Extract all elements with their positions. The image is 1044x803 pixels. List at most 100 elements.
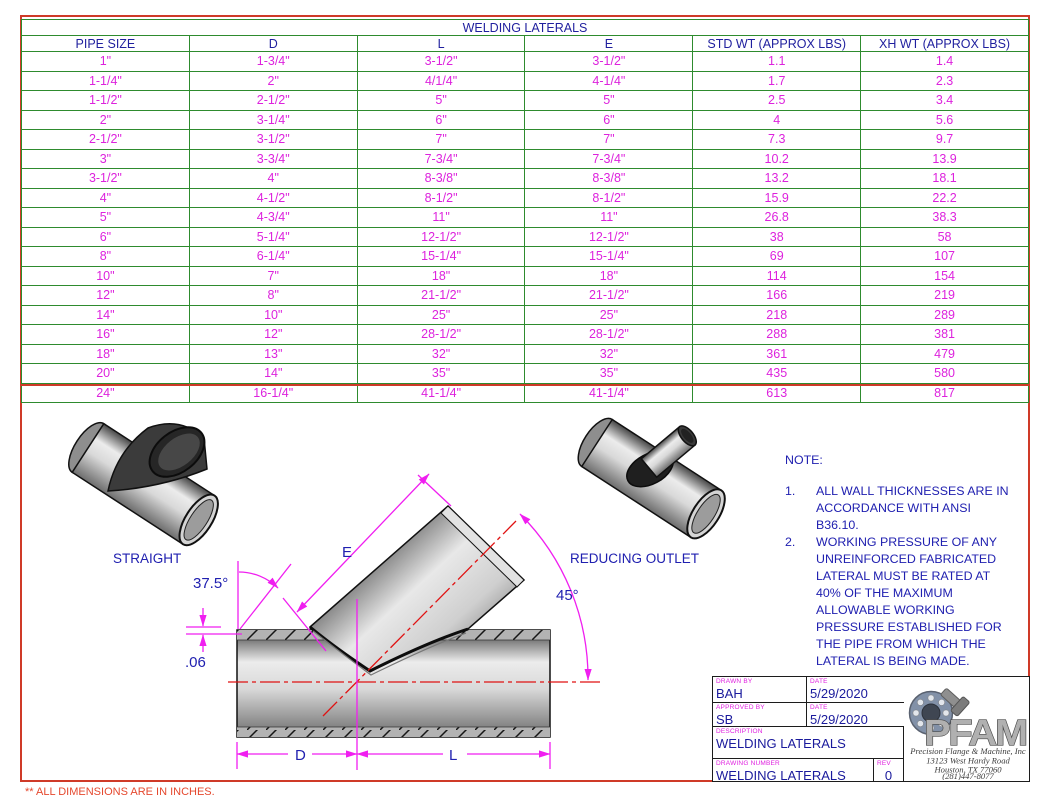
- col-header-std-wt: STD WT (APPROX LBS): [692, 35, 862, 52]
- table-cell: 25": [356, 304, 526, 325]
- dimensions-footnote: ** ALL DIMENSIONS ARE IN INCHES.: [25, 786, 215, 798]
- table-cell: 16-1/4": [188, 382, 358, 403]
- table-cell: 41-1/4": [524, 382, 694, 403]
- reducing-outlet-label: REDUCING OUTLET: [570, 551, 699, 566]
- drawing-labels: STRAIGHT REDUCING OUTLET 37.5° 45° E D L…: [113, 544, 699, 764]
- drawing-number-cell: DRAWING NUMBER WELDING LATERALS: [713, 759, 874, 781]
- weld-saddle: [309, 625, 469, 673]
- welding-laterals-table: WELDING LATERALS PIPE SIZE D L E STD WT …: [21, 19, 1029, 403]
- rev-value: 0: [884, 768, 893, 781]
- note-text: WORKING PRESSURE OF ANY UNREINFORCED FAB…: [816, 535, 1002, 668]
- reducing-outlet-view-drawing: [577, 417, 726, 540]
- table-cell: 2-1/2": [21, 129, 190, 150]
- approved-date-value: 5/29/2020: [810, 712, 868, 727]
- table-cell: 1-3/4": [188, 51, 358, 72]
- straight-view-drawing: [68, 421, 219, 547]
- table-cell: 24": [21, 382, 190, 403]
- table-cell: 15-1/4": [356, 246, 526, 267]
- table-cell: 15-1/4": [524, 246, 694, 267]
- drawn-by-value: BAH: [716, 686, 743, 701]
- company-phone: (281)447-8077: [942, 771, 994, 780]
- dimensioned-section-drawing: [236, 504, 551, 738]
- table-cell: 6-1/4": [188, 246, 358, 267]
- note-text: ALL WALL THICKNESSES ARE IN ACCORDANCE W…: [816, 484, 1009, 532]
- table-cell: 35": [524, 363, 694, 384]
- company-logo-text: PFAM: [924, 712, 1026, 753]
- drawing-number-label: DRAWING NUMBER: [716, 760, 780, 767]
- note-item: 1. ALL WALL THICKNESSES ARE IN ACCORDANCE…: [785, 483, 1015, 534]
- notes-block: NOTE: 1. ALL WALL THICKNESSES ARE IN ACCO…: [785, 452, 1015, 670]
- table-cell: 613: [692, 382, 862, 403]
- drawn-date-label: DATE: [810, 678, 828, 685]
- drawn-by-label: DRAWN BY: [716, 678, 753, 685]
- drawn-date-value: 5/29/2020: [810, 686, 868, 701]
- offset-dim-label: .06: [185, 654, 206, 671]
- lateral-angle-label: 45°: [556, 587, 579, 604]
- note-number: 2.: [785, 535, 796, 549]
- drawing-number-value: WELDING LATERALS: [716, 768, 846, 781]
- col-header-pipe-size: PIPE SIZE: [21, 35, 190, 52]
- table-cell: 114: [692, 265, 862, 286]
- straight-label: STRAIGHT: [113, 551, 181, 566]
- table-cell: 10.2: [692, 148, 862, 169]
- drawn-by-cell: DRAWN BY BAH: [713, 677, 807, 703]
- table-cell: 817: [860, 382, 1029, 403]
- notes-list: 1. ALL WALL THICKNESSES ARE IN ACCORDANCE…: [785, 483, 1015, 670]
- table-cell: 41-1/4": [356, 382, 526, 403]
- note-number: 1.: [785, 484, 796, 498]
- dim-l-label: L: [449, 747, 457, 764]
- centerlines: [228, 520, 601, 717]
- approved-by-cell: APPROVED BY SB: [713, 703, 807, 727]
- company-street: 13123 West Hardy Road: [926, 756, 1010, 766]
- company-logo: PFAM Precision Flange & Machine, Inc 131…: [908, 688, 1029, 781]
- col-header-xh-wt: XH WT (APPROX LBS): [860, 35, 1029, 52]
- company-address: Precision Flange & Machine, Inc 13123 We…: [909, 746, 1026, 781]
- note-item: 2. WORKING PRESSURE OF ANY UNREINFORCED F…: [785, 534, 1015, 670]
- table-bottom-rule: [20, 384, 1030, 386]
- table-cell: 3.4: [860, 90, 1029, 111]
- rev-cell: REV 0: [874, 759, 904, 781]
- company-logo-cell: PFAM Precision Flange & Machine, Inc 131…: [904, 677, 1031, 781]
- drawn-date-cell: DATE 5/29/2020: [807, 677, 904, 703]
- description-value: WELDING LATERALS: [716, 736, 846, 751]
- table-cell: 32": [356, 343, 526, 364]
- approved-by-label: APPROVED BY: [716, 704, 765, 711]
- table-cell: 10": [188, 304, 358, 325]
- table-cell: 13.9: [860, 148, 1029, 169]
- dim-d-label: D: [295, 747, 306, 764]
- description-label: DESCRIPTION: [716, 728, 763, 735]
- bolt-icon: [940, 688, 970, 717]
- rev-label: REV: [877, 760, 891, 767]
- table-header-row: PIPE SIZE D L E STD WT (APPROX LBS) XH W…: [21, 35, 1029, 52]
- description-cell: DESCRIPTION WELDING LATERALS: [713, 727, 904, 759]
- table-cell: 14": [188, 363, 358, 384]
- notes-heading: NOTE:: [785, 453, 823, 467]
- table-cell: 21-1/2": [356, 285, 526, 306]
- company-city: Houston, TX 77060: [933, 765, 1002, 775]
- approved-by-value: SB: [716, 712, 734, 727]
- dim-e-label: E: [342, 544, 352, 561]
- sheet-border-frame: [20, 15, 1030, 782]
- company-name: Precision Flange & Machine, Inc: [909, 746, 1026, 756]
- approved-date-cell: DATE 5/29/2020: [807, 703, 904, 727]
- branch-angle-label: 37.5°: [193, 575, 228, 592]
- approved-date-label: DATE: [810, 704, 828, 711]
- dimension-lines: [186, 473, 592, 770]
- flange-icon: [908, 688, 970, 736]
- title-block: DRAWN BY BAH DATE 5/29/2020: [712, 676, 1030, 782]
